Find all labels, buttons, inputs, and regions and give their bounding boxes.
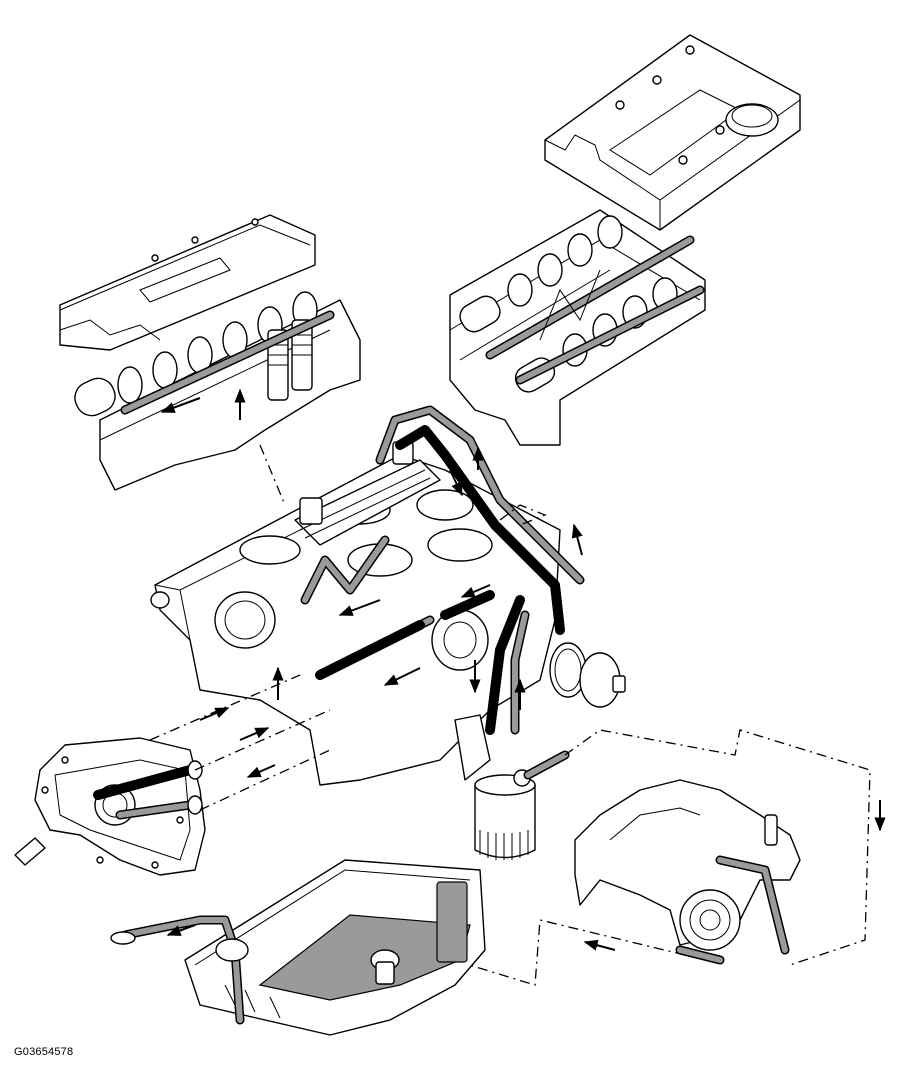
valve-springs: [267, 319, 313, 401]
oil-filter: [454, 714, 570, 860]
left-cam-cover: [59, 214, 316, 351]
left-cylinder-head: [74, 291, 361, 491]
front-cover-oil-pump: [14, 737, 206, 876]
turbocharger-exhaust-manifold: [574, 779, 801, 965]
right-cylinder-head: [449, 209, 706, 446]
right-cam-cover: [544, 34, 801, 231]
figure-id: G03654578: [14, 1046, 74, 1058]
oil-cooler-adapter: [549, 642, 626, 708]
oil-pan-pickup: [110, 859, 486, 1036]
pressure-feed-lines: [315, 405, 585, 735]
camshaft-upper: [459, 215, 623, 333]
